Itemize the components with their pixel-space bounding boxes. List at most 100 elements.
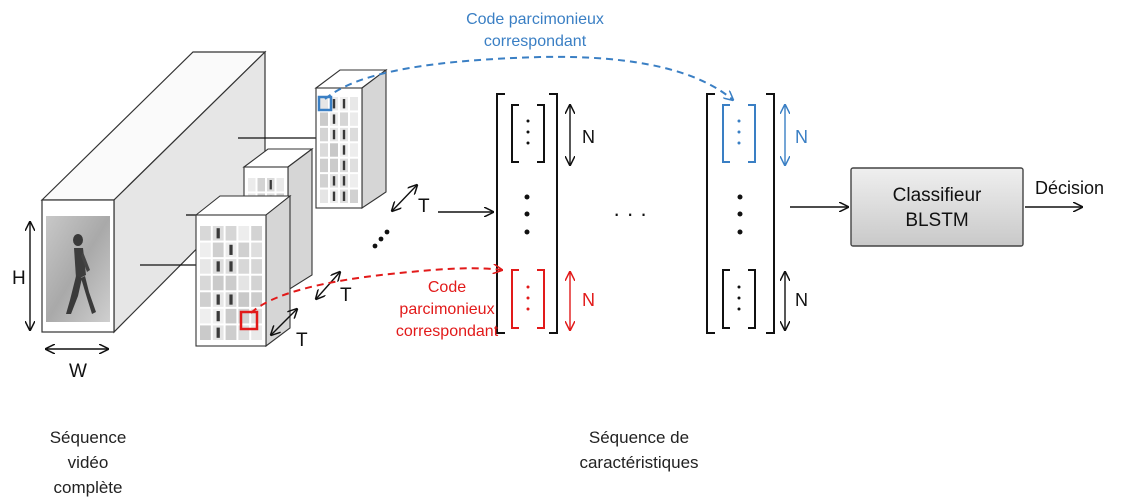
patch-silhouette-fragment bbox=[216, 228, 220, 239]
patch-silhouette-fragment bbox=[229, 244, 233, 255]
patch-cell bbox=[350, 127, 358, 142]
patch-cell bbox=[350, 158, 358, 173]
w-label: W bbox=[69, 361, 87, 382]
t-label-middle: T bbox=[340, 285, 352, 306]
patch-cell bbox=[251, 226, 262, 241]
patch-grid-back bbox=[320, 97, 358, 203]
patch-cell bbox=[238, 242, 250, 258]
patch-grid-front bbox=[200, 226, 262, 340]
patch-cube-back bbox=[314, 68, 388, 210]
n-label-last-bottom: N bbox=[795, 290, 808, 310]
blue-code-line2: correspondant bbox=[483, 33, 587, 50]
patch-cell bbox=[200, 325, 211, 340]
patch-cell bbox=[257, 178, 265, 192]
patch-silhouette-fragment bbox=[342, 145, 346, 155]
h-label: H bbox=[12, 268, 26, 289]
patch-cell bbox=[225, 275, 237, 291]
dimension-arrows bbox=[30, 185, 417, 349]
video-caption-line1: Séquence bbox=[49, 428, 127, 447]
red-code-annotation: Code parcimonieux correspondant bbox=[392, 277, 502, 343]
patch-silhouette-fragment bbox=[342, 160, 346, 171]
patch-cell bbox=[251, 292, 262, 307]
feature-sequence-caption: Séquence de caractéristiques bbox=[544, 425, 734, 475]
blue-patch-highlight bbox=[317, 95, 333, 112]
patch-cell bbox=[200, 226, 211, 241]
patch-cell bbox=[251, 275, 262, 291]
classifier-label-line1: Classifieur bbox=[893, 185, 982, 206]
t-arrow-back bbox=[392, 185, 417, 211]
n-label-first-red: N bbox=[582, 290, 595, 310]
feature-vector-first-dots bbox=[524, 119, 530, 311]
patch-cell bbox=[200, 259, 211, 274]
red-correspondence-arc bbox=[250, 268, 502, 314]
patch-silhouette-fragment bbox=[332, 114, 336, 124]
patch-cell bbox=[200, 275, 211, 291]
patch-cell bbox=[238, 226, 250, 241]
t-arrow-middle bbox=[316, 272, 340, 299]
patch-silhouette-fragment bbox=[332, 191, 336, 201]
patch-silhouette-fragment bbox=[342, 99, 346, 109]
patch-silhouette-fragment bbox=[332, 99, 336, 109]
patch-cell bbox=[320, 97, 328, 111]
patch-silhouette-fragment bbox=[332, 129, 336, 140]
patch-cell bbox=[200, 242, 211, 258]
patch-cell bbox=[238, 275, 250, 291]
patch-silhouette-fragment bbox=[342, 129, 346, 140]
patch-silhouette-fragment bbox=[342, 176, 346, 186]
patch-silhouette-fragment bbox=[332, 176, 336, 186]
feature-vector-first bbox=[496, 93, 558, 334]
t-label-front: T bbox=[296, 330, 308, 351]
patch-silhouette-fragment bbox=[229, 294, 233, 305]
patch-cell bbox=[238, 292, 250, 307]
video-cuboid bbox=[40, 50, 316, 334]
blue-code-line1: Code parcimonieux bbox=[466, 11, 604, 28]
video-caption-line2: vidéo bbox=[67, 453, 109, 472]
patch-cell bbox=[251, 325, 262, 340]
patch-cell bbox=[350, 174, 358, 188]
t-label-back: T bbox=[418, 196, 430, 217]
feature-vector-last-dots bbox=[737, 119, 743, 311]
matrices-ellipsis: · · · bbox=[613, 201, 647, 226]
patch-cell bbox=[350, 97, 358, 111]
patch-cell bbox=[320, 158, 328, 173]
feature-caption-line2: caractéristiques bbox=[579, 453, 699, 472]
patch-cell bbox=[340, 112, 348, 126]
red-patch-highlight bbox=[239, 310, 259, 331]
patch-cell bbox=[238, 259, 250, 274]
patch-cell bbox=[276, 178, 284, 192]
video-sequence-caption: Séquence vidéo complète bbox=[8, 425, 168, 500]
cube-ellipsis bbox=[372, 229, 390, 249]
patch-silhouette-fragment bbox=[216, 294, 220, 305]
walking-person-thumbnail bbox=[46, 216, 110, 322]
patch-silhouette-fragment bbox=[216, 327, 220, 338]
patch-cell bbox=[330, 158, 338, 173]
patch-cell bbox=[320, 112, 328, 126]
blue-correspondence-arc bbox=[324, 55, 733, 100]
red-code-line3: correspondant bbox=[395, 323, 499, 340]
decision-label: Décision bbox=[1035, 178, 1104, 198]
patch-cell bbox=[225, 308, 237, 324]
feature-vector-last bbox=[706, 93, 775, 334]
patch-silhouette-fragment bbox=[342, 191, 346, 201]
n-label-last-blue: N bbox=[795, 127, 808, 147]
patch-cube-front bbox=[194, 194, 292, 348]
classifier-box bbox=[850, 167, 1024, 247]
blue-code-annotation: Code parcimonieux correspondant bbox=[455, 9, 615, 53]
patch-cell bbox=[251, 242, 262, 258]
feature-caption-line1: Séquence de bbox=[588, 428, 690, 447]
patch-cell bbox=[350, 112, 358, 126]
t-arrow-front bbox=[271, 309, 297, 335]
n-label-first-top: N bbox=[582, 127, 595, 147]
patch-cell bbox=[212, 275, 224, 291]
patch-cell bbox=[350, 189, 358, 203]
classifier-label-line2: BLSTM bbox=[905, 210, 968, 231]
patch-cell bbox=[251, 259, 262, 274]
patch-cell bbox=[200, 292, 211, 307]
patch-cell bbox=[248, 178, 256, 192]
patch-cell bbox=[225, 325, 237, 340]
patch-cell bbox=[320, 127, 328, 142]
patch-silhouette-fragment bbox=[216, 311, 220, 322]
patch-cell bbox=[200, 308, 211, 324]
patch-cell bbox=[320, 143, 328, 157]
